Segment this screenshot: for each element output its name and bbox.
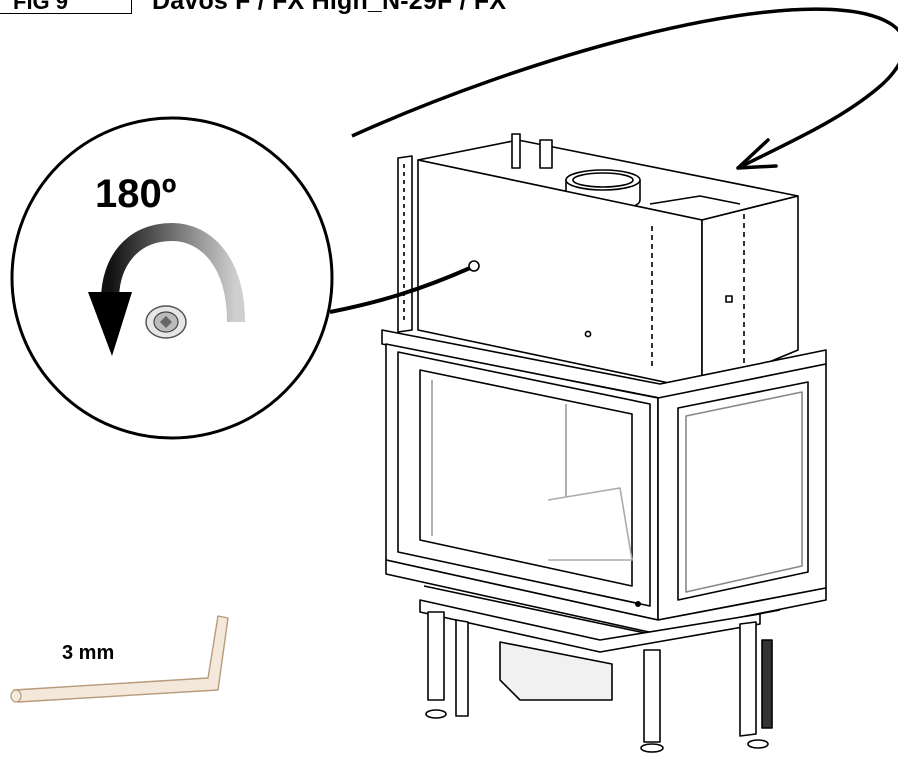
screw-icon <box>145 305 187 339</box>
allen-wrench-icon <box>10 615 229 703</box>
fireplace-insert <box>329 133 827 753</box>
zoom-callout <box>10 116 334 440</box>
wrench-size-label: 3 mm <box>62 642 115 664</box>
rotation-angle-label: 180º <box>95 172 177 216</box>
figure-label: FIG 9 <box>0 0 132 14</box>
rotation-arrow-icon <box>101 222 245 323</box>
pointer-arrow <box>351 7 898 170</box>
figure-title: Davos F / FX High_N-29F / FX <box>152 0 507 15</box>
